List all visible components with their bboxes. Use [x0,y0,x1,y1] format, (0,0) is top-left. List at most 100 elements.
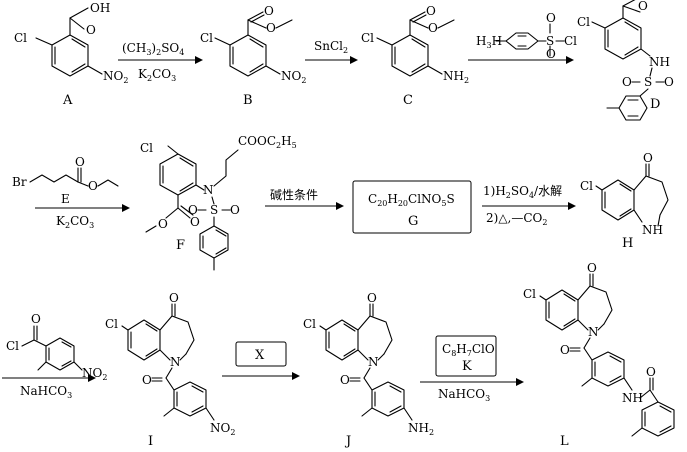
reagent-basic-conditions: 碱性条件 [270,188,318,202]
atom-cl: Cl [105,317,118,331]
atom-nh2: NH2 [408,421,434,437]
atom-o: O [31,312,41,326]
atom-n: N [170,355,181,369]
atom-o: O [142,373,152,387]
reagent-sncl2: SnCl2 [314,39,348,55]
arrow-B-C: SnCl2 [305,39,358,64]
reagent-X: X [255,348,265,363]
atom-s: S [546,34,554,48]
atom-o: O [546,11,556,25]
atom-o: O [587,261,597,275]
atom-cl: Cl [200,31,213,45]
compound-J: Cl O N O NH2 J [303,291,434,449]
arrow-C-D: H3H S O O Cl [468,11,577,64]
reagent-dimethyl-sulfate: (CH3)2SO4 [122,41,184,57]
atom-o: O [340,373,350,387]
atom-s: S [644,75,652,89]
formula-K: C8H7ClO [442,342,495,358]
label-B: B [243,93,253,108]
compound-B: Cl O O NO2 B [200,4,306,108]
compound-G-box: C20H20ClNO5S G [352,180,472,234]
label-L: L [560,434,569,449]
reagent-decarboxylation: 2)△,—CO2 [486,211,547,227]
label-I: I [148,434,153,449]
reagent-nahco3: NaHCO3 [438,387,490,403]
arrow-A-B: (CH3)2SO4 K2CO3 [118,41,203,83]
atom-o: O [622,75,632,89]
reagent-E: E [61,192,70,206]
atom-no2: NO2 [210,421,235,437]
label-D: D [650,97,660,112]
compound-D: Cl O NH S O O D [577,0,674,121]
atom-s: S [210,203,218,217]
atom-nh: NH [642,223,663,237]
atom-n: N [203,183,214,197]
arrow-J-L: C8H7ClO K NaHCO3 [420,335,524,403]
atom-cl: Cl [580,179,593,193]
arrow-F-G: 碱性条件 [265,188,344,210]
label-C: C [403,93,413,108]
atom-nh2: NH2 [443,69,469,85]
atom-no2: NO2 [281,69,306,85]
atom-cooet: COOC2H5 [238,134,297,150]
atom-o: O [158,217,168,231]
compound-C: Cl O O NH2 C [361,4,469,108]
atom-n: N [368,355,379,369]
compound-F: Cl N COOC2H5 O O S O O F [140,134,297,271]
arrow-G-H: 1)H2SO4/水解 2)△,—CO2 [482,184,576,227]
atom-nh: NH [649,55,670,69]
atom-cl: Cl [523,287,536,301]
arrow-H-I: O Cl NO2 NaHCO3 [2,312,107,400]
reagent-tscl-methyl: H3H [476,34,502,50]
formula-G: C20H20ClNO5S [368,192,455,208]
atom-o: O [428,21,438,35]
reagent-k2co3: K2CO3 [56,214,94,230]
atom-o: O [188,203,198,217]
atom-oh: OH [90,1,110,15]
atom-cl: Cl [577,15,590,29]
atom-o: O [264,4,274,18]
compound-L: Cl O N O NH O L [523,261,675,449]
arrow-E-F: Br O O E K2CO3 [12,155,130,230]
atom-o: O [190,215,200,229]
atom-no2: NO2 [82,366,107,382]
atom-o: O [88,179,98,193]
compound-A: Cl O OH NO2 A [14,1,128,108]
atom-o: O [426,4,436,18]
label-A: A [62,93,73,108]
atom-o: O [230,203,240,217]
atom-o: O [86,23,96,37]
atom-o: O [546,47,556,61]
atom-cl: Cl [361,31,374,45]
atom-o: O [646,365,656,379]
atom-cl: Cl [303,317,316,331]
label-H: H [622,236,633,251]
compound-H: Cl O NH H [580,151,669,251]
label-F: F [176,238,185,253]
atom-o: O [75,155,85,169]
label-J: J [344,434,351,449]
atom-br: Br [12,175,27,189]
atom-o: O [266,21,276,35]
atom-cl: Cl [564,34,577,48]
label-G: G [408,214,418,229]
atom-o: O [664,75,674,89]
atom-no2: NO2 [103,69,128,85]
atom-o: O [638,0,648,13]
atom-cl: Cl [140,141,153,155]
atom-o: O [367,291,377,305]
label-K: K [462,359,472,374]
atom-o: O [169,291,179,305]
reagent-acid-hydrolysis: 1)H2SO4/水解 [483,184,562,200]
atom-nh: NH [622,391,643,405]
reagent-nahco3: NaHCO3 [20,384,72,400]
atom-cl: Cl [14,31,27,45]
atom-n: N [588,325,599,339]
arrow-I-J: X [222,341,300,380]
atom-o: O [643,151,653,165]
compound-I: Cl O N O NO2 I [105,291,235,449]
atom-cl: Cl [6,339,19,353]
atom-o: O [560,343,570,357]
reagent-k2co3: K2CO3 [138,67,176,83]
